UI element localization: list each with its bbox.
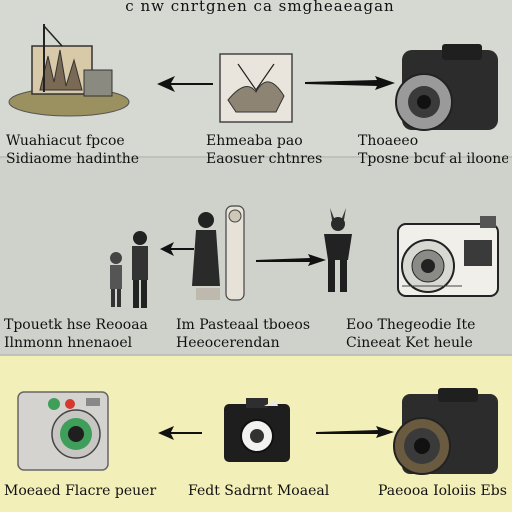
row2-caption-2: Im Pasteaal tboeos Heeocerendan xyxy=(176,316,342,352)
pinhole-image-illustration xyxy=(219,53,293,123)
instant-camera-icon xyxy=(17,391,109,471)
arrow-left-icon xyxy=(157,76,213,92)
caption-line: Ilnmonn hnenaoel xyxy=(4,335,133,351)
caption-line: Thoaeeo xyxy=(358,133,419,149)
arrow-left-icon xyxy=(160,242,194,256)
row2-caption-3: Eoo Thegeodie Ite Cineeat Ket heule xyxy=(346,316,510,352)
arrow-right-icon xyxy=(256,254,326,266)
vintage-camera-icon xyxy=(397,216,499,297)
row1-caption-3: Thoaeeo Tposne bcuf al iloone xyxy=(358,132,508,168)
caption-line: Eaosuer chtnres xyxy=(206,151,323,167)
digital-camera-icon xyxy=(393,388,498,475)
caption-line: Sidiaome hadinthe xyxy=(6,151,140,167)
caption-line: Paeooa Ioloiis Ebs xyxy=(378,483,507,499)
row1-caption-2: Ehmeaba pao Eaosuer chtnres xyxy=(206,132,340,168)
compact-camera-icon xyxy=(224,398,290,462)
film-camera-icon xyxy=(395,44,498,131)
row3-caption-1: Moeaed Flacre peuer xyxy=(4,482,180,500)
row2-caption-1: Tpouetk hse Reooaa Ilnmonn hnenaoel xyxy=(4,316,172,352)
row3-caption-2: Fedt Sadrnt Moaeal xyxy=(188,482,338,500)
arrow-right-icon xyxy=(305,76,395,90)
family-figures-illustration xyxy=(110,231,148,308)
caption-line: Cineeat Ket heule xyxy=(346,335,473,351)
page-title: c nw cnrtgnen ca smgheaeagan xyxy=(125,0,395,15)
caption-line: Tpouetk hse Reooaa xyxy=(4,317,148,333)
arrow-right-icon xyxy=(316,426,394,438)
camera-obscura-illustration xyxy=(8,24,130,117)
caption-line: Im Pasteaal tboeos xyxy=(176,317,311,333)
portrait-figures-illustration xyxy=(192,205,245,301)
row1-caption-1: Wuahiacut fpcoe Sidiaome hadinthe xyxy=(6,132,156,168)
divider-bottom xyxy=(0,354,512,356)
divider-top xyxy=(0,156,512,158)
photographer-figure-illustration xyxy=(324,208,352,292)
caption-line: Heeocerendan xyxy=(176,335,280,351)
arrow-left-icon xyxy=(158,426,202,440)
caption-line: Wuahiacut fpcoe xyxy=(6,133,125,149)
caption-line: Tposne bcuf al iloone xyxy=(358,151,508,167)
row3-caption-3: Paeooa Ioloiis Ebs xyxy=(378,482,510,500)
caption-line: Eoo Thegeodie Ite xyxy=(346,317,476,333)
caption-line: Fedt Sadrnt Moaeal xyxy=(188,483,330,499)
caption-line: Ehmeaba pao xyxy=(206,133,303,149)
caption-line: Moeaed Flacre peuer xyxy=(4,483,157,499)
